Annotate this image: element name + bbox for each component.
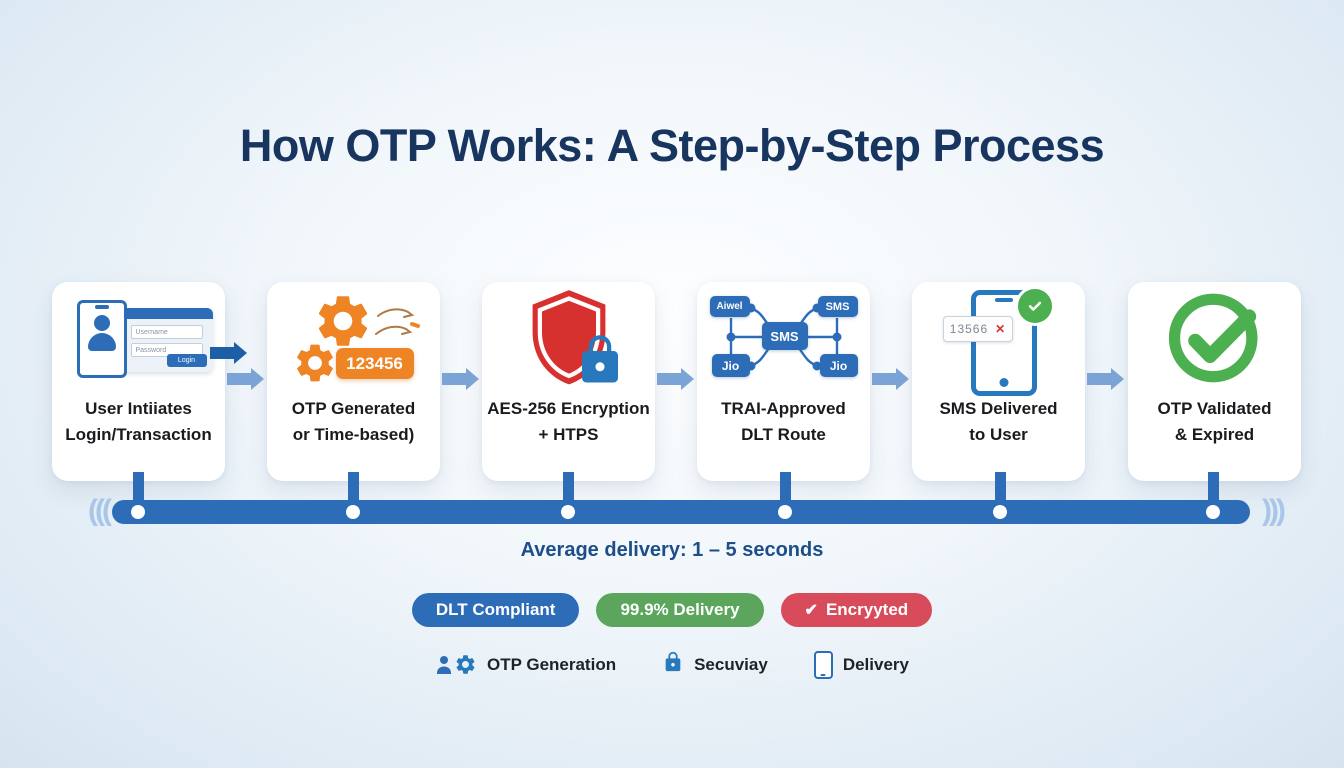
- step-label: OTP Generated or Time-based): [292, 396, 415, 447]
- gear-icon-small: [296, 344, 333, 382]
- badge-delivery-rate: 99.9% Delivery: [596, 593, 764, 627]
- arrow-right-icon: [1087, 373, 1111, 385]
- step-label: TRAI-Approved DLT Route: [721, 396, 846, 447]
- step-label-line2: or Time-based): [292, 424, 415, 444]
- timeline-connector: [133, 472, 144, 508]
- signal-waves-right-icon: ))): [1262, 494, 1286, 527]
- timeline-dot: [346, 505, 360, 519]
- step-card-dlt-route: Aiwel SMS SMS Jio Jio TRAI-Approved DLT …: [697, 282, 870, 481]
- legend-label: Secuviay: [694, 654, 768, 674]
- network-diagram-icon: Aiwel SMS SMS Jio Jio: [704, 282, 864, 394]
- step-label-line1: TRAI-Approved: [721, 399, 846, 418]
- sms-code: 13566: [949, 322, 989, 336]
- timeline-connector: [995, 472, 1006, 508]
- network-node-jio-br: Jio: [819, 354, 858, 377]
- timeline-connector: [348, 472, 359, 508]
- timeline-dot: [778, 505, 792, 519]
- legend-item-security: Secuviay: [662, 650, 768, 679]
- motion-squiggle-icon: [374, 308, 420, 335]
- timeline-bar: [112, 500, 1250, 524]
- step-label: SMS Delivered to User: [939, 396, 1057, 447]
- phone-notch: [994, 298, 1013, 302]
- phone-notch: [94, 305, 109, 309]
- timeline-connector: [563, 472, 574, 508]
- network-node-airtel: Aiwel: [709, 296, 750, 317]
- password-field: Password: [130, 343, 203, 357]
- timeline-connector: [1208, 472, 1219, 508]
- avatar-body: [87, 333, 116, 351]
- badge-label: 99.9% Delivery: [620, 600, 740, 619]
- username-field: Username: [130, 325, 203, 339]
- sms-message-bubble: 13566 ✕: [942, 316, 1013, 342]
- page-title: How OTP Works: A Step-by-Step Process: [239, 120, 1105, 171]
- timeline-dot: [993, 505, 1007, 519]
- network-node-sms-center: SMS: [761, 322, 808, 350]
- timeline-dot: [1206, 505, 1220, 519]
- legend-item-otp-generation: OTP Generation: [435, 653, 616, 677]
- validated-check-icon: [1135, 282, 1295, 394]
- badge-label: DLT Compliant: [435, 600, 556, 619]
- badge-encrypted: ✔ Encryyted: [780, 593, 933, 627]
- badge-row: DLT Compliant 99.9% Delivery ✔ Encryyted: [0, 593, 1344, 627]
- timeline-dot: [561, 505, 575, 519]
- arrow-right-icon: [442, 373, 466, 385]
- phone-home-button: [999, 378, 1008, 387]
- step-card-user-initiates: Username Password Login User Intiiates L…: [52, 282, 225, 481]
- login-panel-header: [86, 308, 213, 319]
- step-label-line2: Login/Transaction: [65, 424, 212, 444]
- step-label-line1: OTP Validated: [1157, 399, 1272, 418]
- check-circle-icon: [1014, 286, 1055, 326]
- legend-item-delivery: Delivery: [813, 650, 909, 679]
- x-icon: ✕: [995, 322, 1006, 336]
- arrow-right-icon: [227, 373, 251, 385]
- step-card-otp-generated: 123456 OTP Generated or Time-based): [267, 282, 440, 481]
- user-gear-icon: [435, 653, 477, 677]
- login-button: Login: [166, 354, 207, 367]
- legend-row: OTP Generation Secuviay Delivery: [0, 650, 1344, 679]
- step-label: OTP Validated & Expired: [1157, 396, 1271, 447]
- otp-code-pill: 123456: [335, 348, 414, 379]
- step-label: AES-256 Encryption + HTPS: [487, 396, 650, 447]
- timeline-connector: [780, 472, 791, 508]
- check-icon: ✔: [804, 602, 818, 619]
- shield-lock-icon: [489, 282, 649, 394]
- step-card-encryption: AES-256 Encryption + HTPS: [482, 282, 655, 481]
- arrow-right-icon: [657, 373, 681, 385]
- step-label-line2: + HTPS: [538, 424, 599, 444]
- step-card-otp-validated: OTP Validated & Expired: [1128, 282, 1301, 481]
- step-label-line1: User Intiiates: [85, 399, 192, 418]
- check-circle-outline-icon: [1168, 293, 1258, 383]
- step-label-line2: DLT Route: [741, 424, 826, 444]
- avatar: [93, 315, 110, 331]
- sms-delivery-icon: 13566 ✕: [919, 282, 1079, 396]
- average-delivery-text: Average delivery: 1 – 5 seconds: [520, 539, 824, 561]
- legend-label: Delivery: [842, 654, 909, 674]
- legend-label: OTP Generation: [486, 654, 617, 674]
- step-label-line1: OTP Generated: [291, 399, 416, 418]
- step-card-sms-delivered: 13566 ✕ SMS Delivered to User: [912, 282, 1085, 481]
- arrow-right-icon: [872, 373, 896, 385]
- step-label: User Intiiates Login/Transaction: [65, 396, 211, 447]
- step-label-line2: to User: [969, 424, 1028, 444]
- lock-icon: [662, 650, 684, 679]
- login-form-icon: Username Password Login: [59, 282, 219, 394]
- login-panel: Username Password Login: [76, 300, 213, 378]
- phone-icon: [970, 290, 1037, 396]
- step-label-line2: & Expired: [1174, 424, 1255, 444]
- network-node-jio-bl: Jio: [711, 354, 750, 377]
- phone-icon: [813, 650, 833, 679]
- network-node-sms-tr: SMS: [817, 296, 858, 317]
- gear-icon: [318, 296, 367, 346]
- otp-generation-icon: 123456: [274, 282, 434, 394]
- badge-label: Encryyted: [825, 600, 909, 619]
- badge-dlt-compliant: DLT Compliant: [411, 593, 580, 627]
- timeline-dot: [131, 505, 145, 519]
- lock-icon: [581, 335, 618, 383]
- signal-waves-left-icon: (((: [88, 494, 112, 527]
- step-label-line1: SMS Delivered: [939, 399, 1058, 418]
- phone-icon: [76, 300, 127, 378]
- step-label-line1: AES-256 Encryption: [487, 399, 650, 418]
- arrow-right-icon-dark: [210, 347, 234, 359]
